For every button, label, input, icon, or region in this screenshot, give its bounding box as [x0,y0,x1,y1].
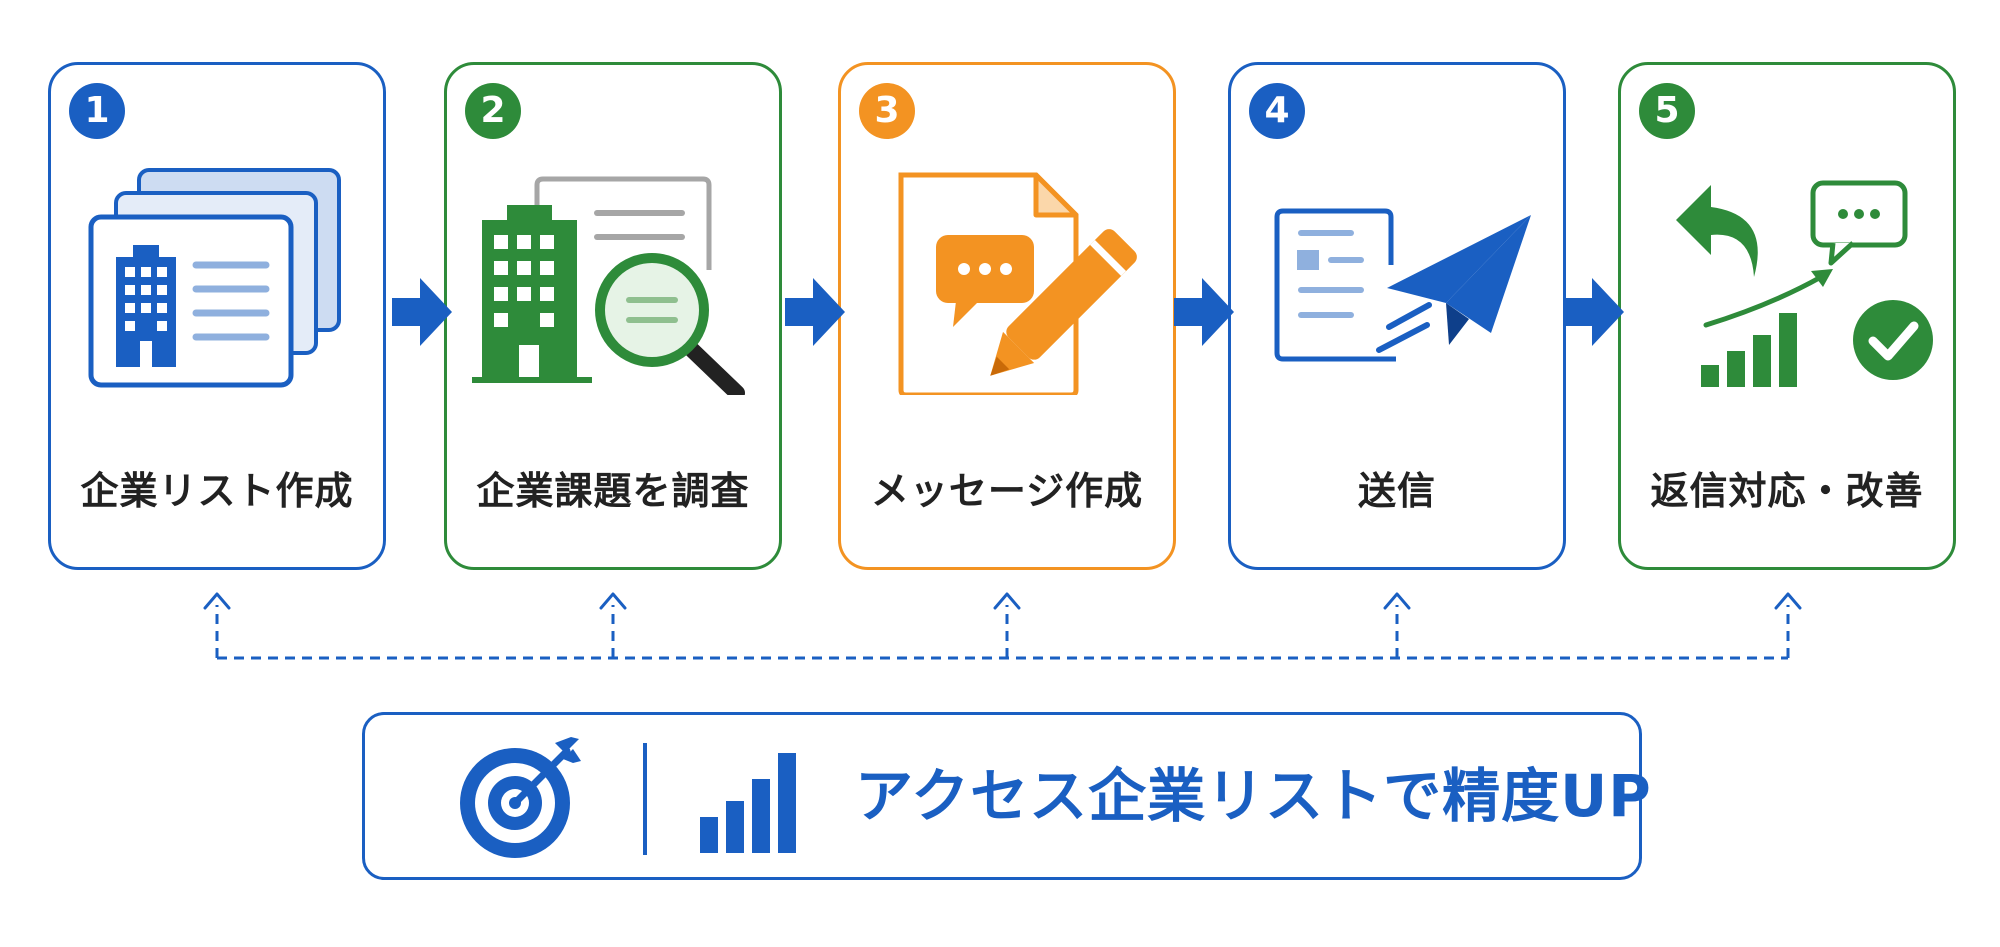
company-list-icon [51,165,389,395]
step-card-2: 2 企業課題を調査 [444,62,782,570]
step-label: 送信 [1357,469,1436,513]
step-card-4: 4 送信 [1228,62,1566,570]
step-card-3: 3 メッセージ作成 [838,62,1176,570]
step-badge: 5 [1639,83,1695,139]
banner-text: アクセス企業リストで精度UP [855,762,1652,830]
target-icon [455,735,583,863]
send-icon [1231,165,1569,395]
accuracy-banner: アクセス企業リストで精度UP [362,712,1651,880]
company-research-icon [447,165,785,401]
step-badge: 4 [1249,83,1305,139]
bar-chart-icon [690,745,810,855]
flow-arrow-right-icon [785,278,845,346]
step-label: 企業課題を調査 [476,469,750,513]
step-badge: 3 [859,83,915,139]
flow-arrow-right-icon [1564,278,1624,346]
step-badge: 2 [465,83,521,139]
step-card-5: 5 返信対応・改善 [1618,62,1956,570]
step-card-1: 1 企業リスト作成 [48,62,386,570]
flow-arrow-right-icon [1174,278,1234,346]
banner-divider [643,743,647,855]
step-badge: 1 [69,83,125,139]
step-label: メッセージ作成 [870,469,1144,513]
step-label: 企業リスト作成 [80,469,354,513]
flow-arrow-right-icon [392,278,452,346]
step-label: 返信対応・改善 [1650,469,1924,513]
reply-improve-icon [1621,165,1959,395]
message-draft-icon [841,165,1179,398]
